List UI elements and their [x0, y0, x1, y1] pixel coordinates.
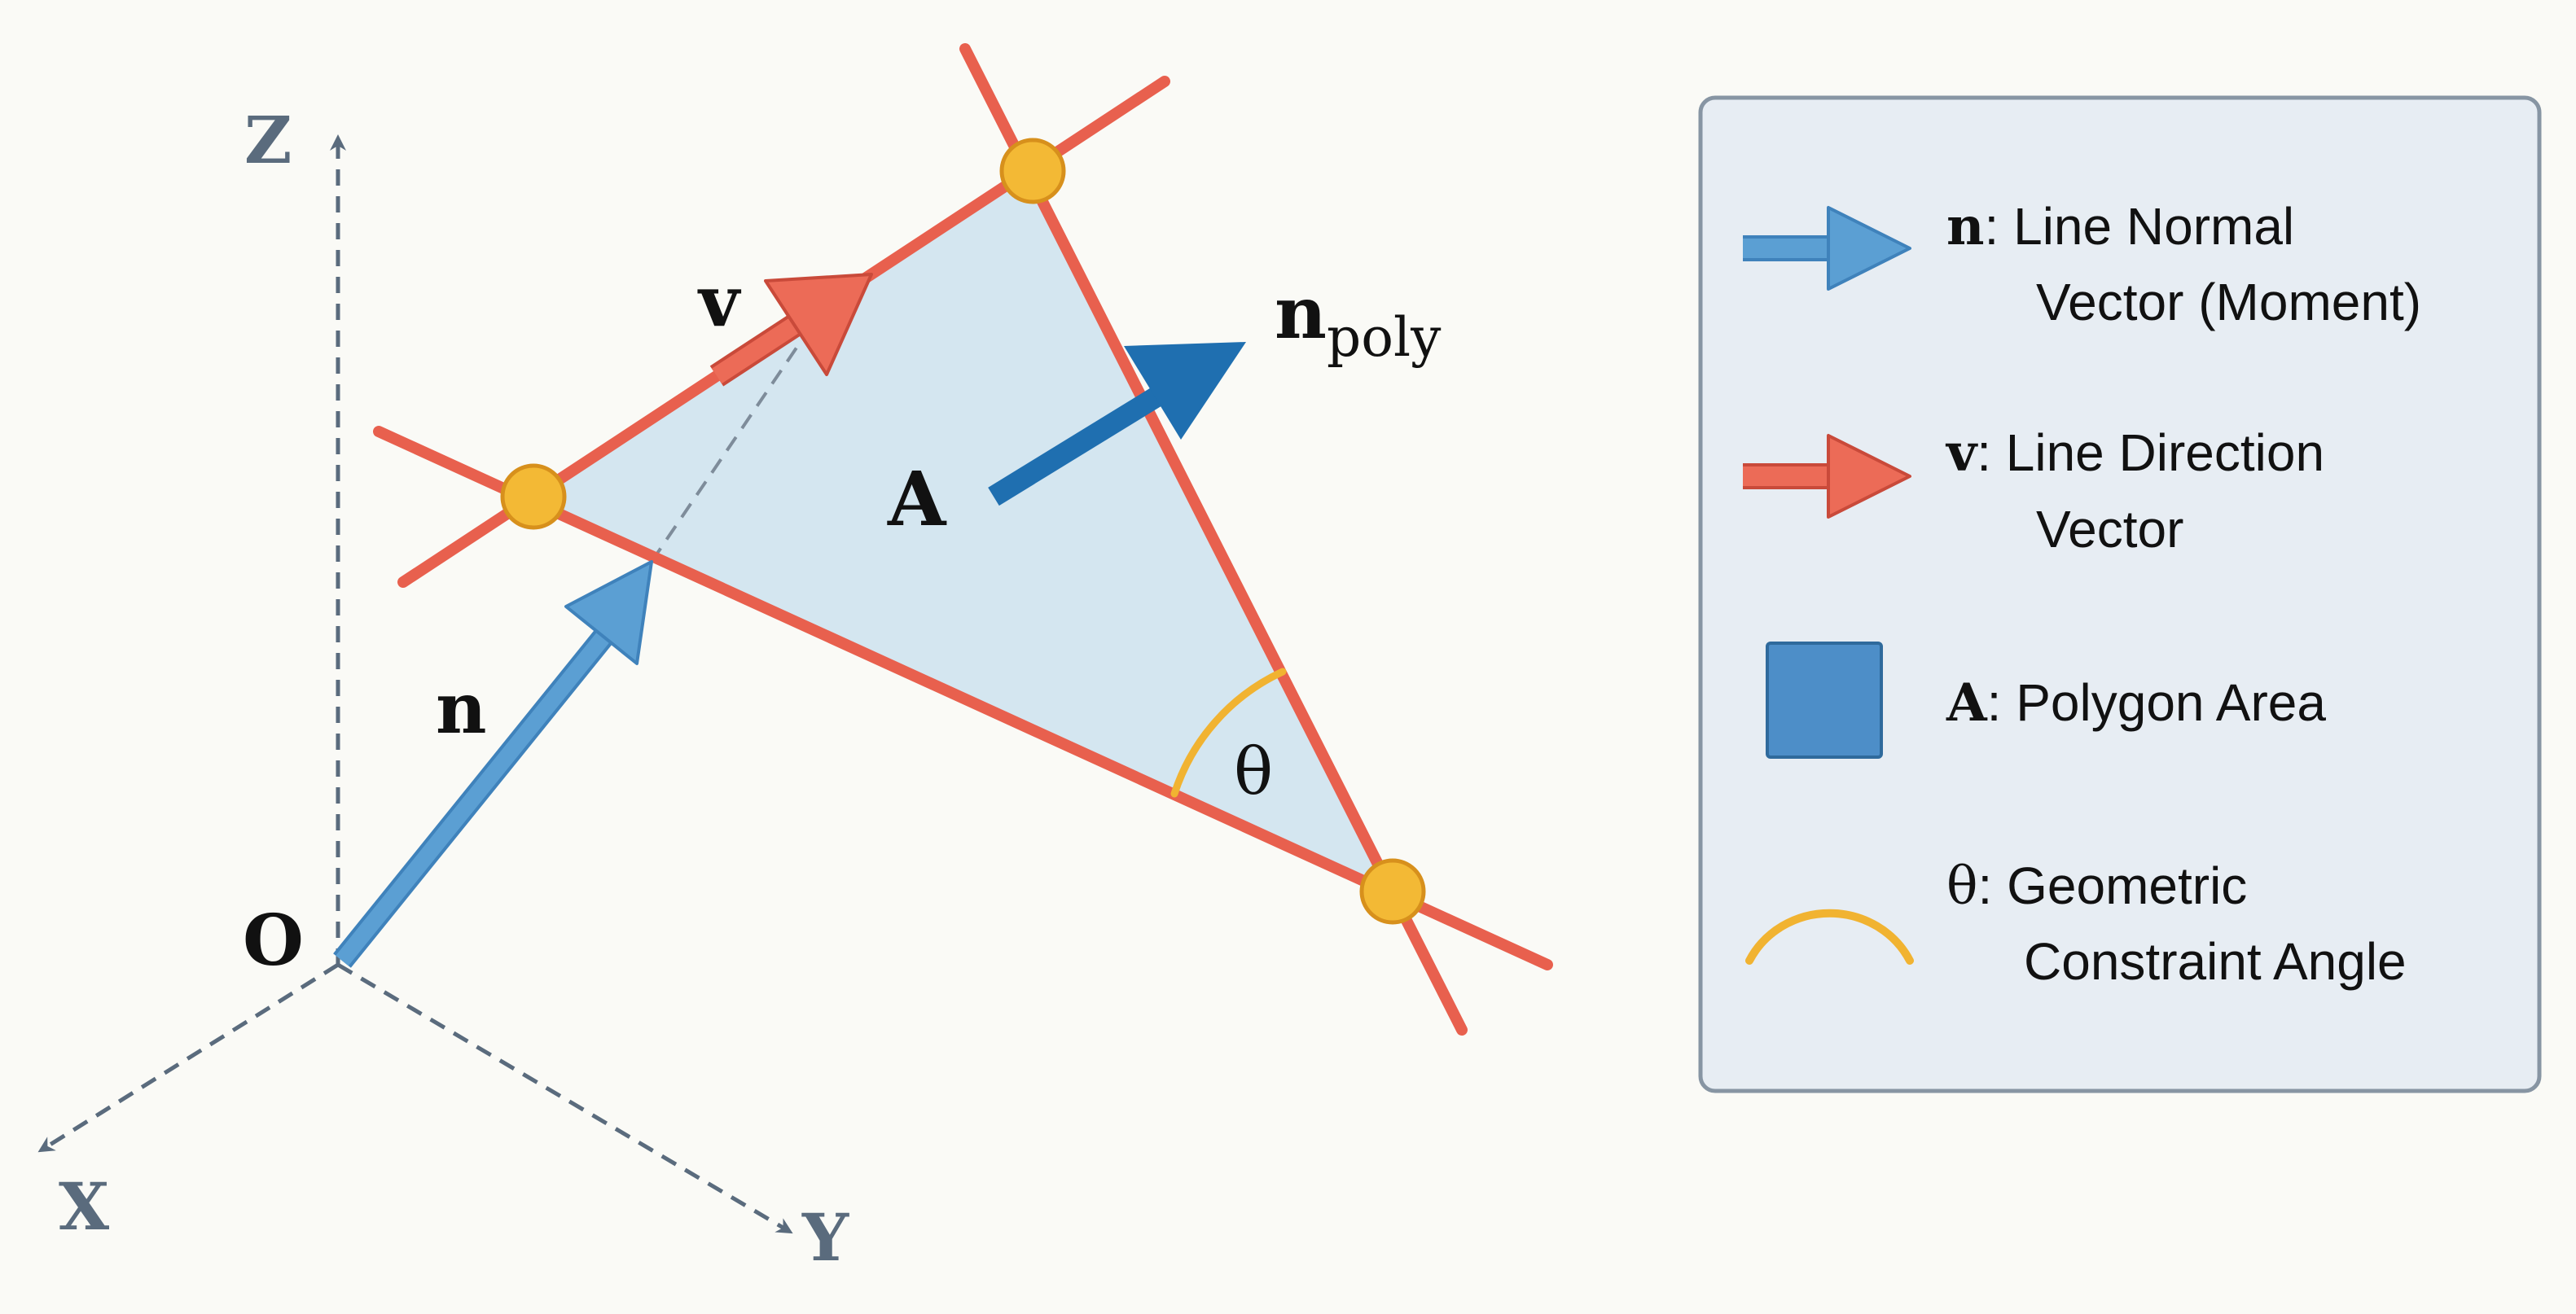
- y-axis-label: Y: [801, 1199, 849, 1276]
- svg-text:A: Polygon Area: A: Polygon Area: [1946, 672, 2326, 734]
- svg-text:Vector (Moment): Vector (Moment): [2036, 273, 2421, 331]
- legend-blue-arrow-icon: [1743, 206, 1911, 291]
- normal-vector-n: [333, 560, 653, 968]
- legend-arc-icon: [1745, 909, 1914, 965]
- coordinate-axes: Z X Y: [37, 102, 849, 1276]
- polygon-normal-vector: [988, 342, 1246, 506]
- svg-text:v: Line Direction: v: Line Direction: [1945, 423, 2324, 484]
- n-label: n: [436, 668, 487, 750]
- vertex-top: [999, 138, 1066, 204]
- area-label: A: [887, 455, 947, 543]
- normal-extension-dashed: [650, 308, 824, 563]
- svg-text:θ: Geometric: θ: Geometric: [1946, 856, 2247, 917]
- svg-text:Vector: Vector: [2036, 500, 2183, 558]
- vertex-left: [500, 463, 567, 530]
- legend-square-icon: [1766, 642, 1883, 759]
- legend: n: Line Normal Vector (Moment) v: Line D…: [1698, 95, 2542, 1093]
- origin-label: O: [243, 900, 304, 982]
- vertex-bottom-right: [1359, 858, 1426, 925]
- npoly-label: npoly: [1275, 270, 1442, 369]
- theta-label: θ: [1234, 734, 1273, 809]
- svg-text:Constraint Angle: Constraint Angle: [2024, 932, 2407, 991]
- z-axis-label: Z: [244, 102, 292, 178]
- legend-red-arrow-icon: [1743, 434, 1911, 519]
- legend-item-angle: θ: Geometric Constraint Angle: [1745, 856, 2407, 991]
- svg-text:n: Line Normal: n: Line Normal: [1946, 196, 2294, 257]
- legend-item-direction: v: Line Direction Vector: [1743, 423, 2324, 558]
- legend-item-normal: n: Line Normal Vector (Moment): [1743, 196, 2421, 331]
- legend-box: [1698, 95, 2542, 1093]
- x-axis-label: X: [59, 1168, 109, 1245]
- polygon-area: [533, 171, 1393, 891]
- direction-vector-v: [709, 273, 873, 387]
- x-axis: [37, 962, 340, 1153]
- legend-item-area: A: Polygon Area: [1766, 642, 2326, 759]
- y-axis: [336, 962, 793, 1234]
- line-bottom: [373, 426, 1553, 970]
- angle-arc: [1170, 668, 1287, 798]
- vertices: [500, 138, 1426, 925]
- v-label: v: [697, 261, 742, 343]
